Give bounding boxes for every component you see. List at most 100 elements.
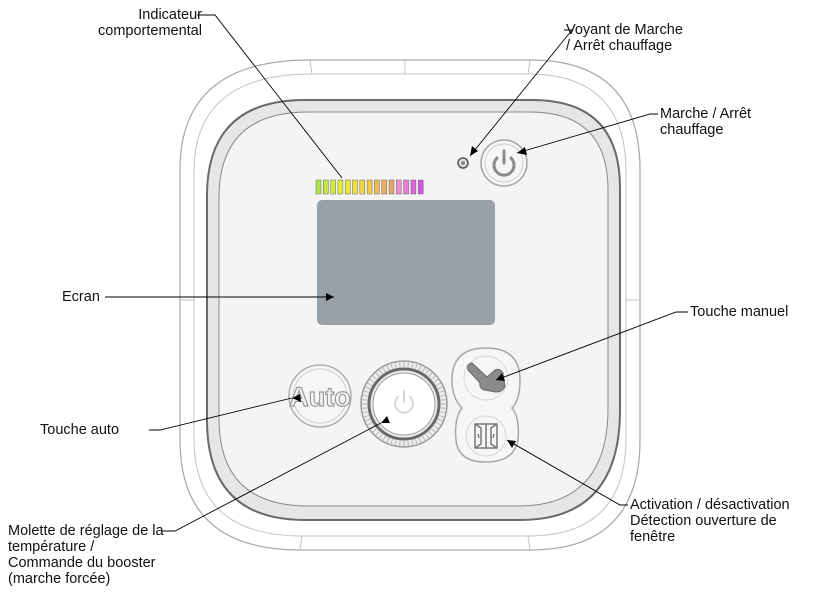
label-indicator-line1: Indicateur	[138, 7, 202, 23]
temperature-knob[interactable]	[360, 360, 448, 448]
knob-ridge	[437, 418, 443, 422]
indicator-segment	[388, 179, 395, 195]
manual-button[interactable]	[463, 355, 509, 401]
indicator-segment	[381, 179, 387, 195]
knob-ridge	[407, 362, 409, 368]
knob-ridge	[399, 440, 401, 446]
knob-power-icon	[394, 396, 414, 414]
label-window-detection-line1: Activation / désactivation	[630, 497, 790, 513]
label-power-button-line1: Marche / Arrêt	[660, 106, 752, 122]
hand-icon	[467, 362, 506, 393]
label-screen-text: Ecran	[62, 289, 100, 305]
knob-ridge	[435, 382, 441, 386]
indicator-segment	[323, 179, 329, 195]
knob-ridge	[363, 390, 369, 394]
knob-ridge	[439, 390, 445, 394]
indicator-segment	[417, 179, 424, 195]
indicator-segment	[396, 179, 402, 195]
knob-ridge	[440, 399, 446, 401]
knob-ridge	[437, 386, 443, 390]
knob-ridge	[367, 382, 373, 386]
auto-button[interactable]: Auto	[288, 364, 352, 428]
knob-ridge	[367, 422, 373, 426]
housing-facets	[180, 59, 640, 551]
knob-ridge	[431, 375, 436, 380]
knob-ridge	[365, 386, 371, 390]
knob-ridge	[411, 362, 414, 368]
behavioral-indicator-bar	[315, 179, 424, 195]
knob-ridge	[378, 369, 383, 375]
knob-ridge	[382, 435, 386, 441]
label-manual-key: Touche manuel	[690, 304, 788, 320]
knob-ridge	[362, 407, 368, 409]
knob-ridge	[414, 439, 418, 445]
indicator-segment	[374, 179, 380, 195]
knob-ridge	[440, 407, 446, 409]
knob-ridge	[425, 433, 430, 439]
knob-ridge	[390, 363, 394, 369]
label-window-detection: Activation / désactivation Détection ouv…	[630, 497, 790, 545]
knob-ridge	[407, 440, 409, 446]
leader-arrowheads	[292, 146, 527, 448]
knob-ridge	[418, 365, 422, 371]
knob-ridge	[411, 440, 414, 446]
knob-ridge	[394, 440, 397, 446]
label-indicator: Indicateur comportemental	[98, 7, 202, 39]
knob-ridge	[372, 428, 377, 433]
label-window-detection-line3: fenêtre	[630, 529, 676, 545]
label-indicator-line2: comportemental	[98, 23, 202, 39]
knob-ridge	[418, 437, 422, 443]
knob-ridge	[372, 375, 377, 380]
knob-ridge	[439, 414, 445, 418]
knob-ridge	[428, 431, 433, 436]
indicator-segment	[366, 179, 373, 195]
label-power-led-line2: / Arrêt chauffage	[566, 38, 673, 54]
knob-ridge	[394, 362, 397, 368]
label-knob-line2: température /	[8, 539, 95, 555]
knob-ridge	[378, 433, 383, 439]
power-button[interactable]	[480, 139, 528, 187]
window-icon	[474, 423, 498, 449]
label-window-detection-line2: Détection ouverture de	[630, 513, 777, 529]
label-knob-line1: Molette de réglage de la	[8, 523, 164, 539]
power-icon	[492, 156, 516, 177]
power-led	[457, 157, 469, 169]
knob-ridge	[428, 372, 433, 377]
indicator-segment	[410, 179, 417, 195]
knob-ridge	[365, 418, 371, 422]
knob-ridge	[375, 372, 380, 377]
auto-button-label: Auto	[289, 382, 350, 412]
knob-ridge	[433, 425, 439, 430]
knob-ridge	[433, 378, 439, 383]
knob-ridge	[362, 411, 368, 414]
label-screen: Ecran	[62, 289, 100, 305]
label-manual-key-text: Touche manuel	[690, 304, 789, 320]
label-knob-line3: Commande du booster	[8, 555, 156, 571]
knob-ridge	[375, 431, 380, 436]
label-auto-key-text: Touche auto	[40, 422, 120, 438]
knob-ridge	[440, 411, 446, 414]
label-power-button: Marche / Arrêt chauffage	[660, 106, 751, 138]
label-power-led-line1: Voyant de Marche	[566, 22, 683, 38]
indicator-segment	[337, 179, 344, 195]
label-power-led: Voyant de Marche / Arrêt chauffage	[566, 22, 683, 54]
knob-ridge	[425, 369, 430, 375]
label-auto-key: Touche auto	[40, 422, 119, 438]
knob-ridge	[386, 437, 390, 443]
indicator-segment	[359, 179, 366, 195]
label-power-button-line2: chauffage	[660, 122, 724, 138]
knob-ridge	[435, 422, 441, 426]
window-detection-button[interactable]	[465, 415, 507, 457]
knob-ridge	[422, 367, 426, 373]
label-knob-line4: (marche forcée)	[8, 571, 111, 587]
knob-ridge	[431, 428, 436, 433]
leader-lines	[105, 14, 688, 532]
indicator-segment	[330, 179, 336, 195]
knob-ridge	[440, 394, 446, 397]
knob-ridges	[362, 362, 446, 446]
knob-ridge	[362, 399, 368, 401]
knob-ridge	[390, 439, 394, 445]
indicator-segment	[352, 179, 358, 195]
indicator-segment	[403, 179, 409, 195]
